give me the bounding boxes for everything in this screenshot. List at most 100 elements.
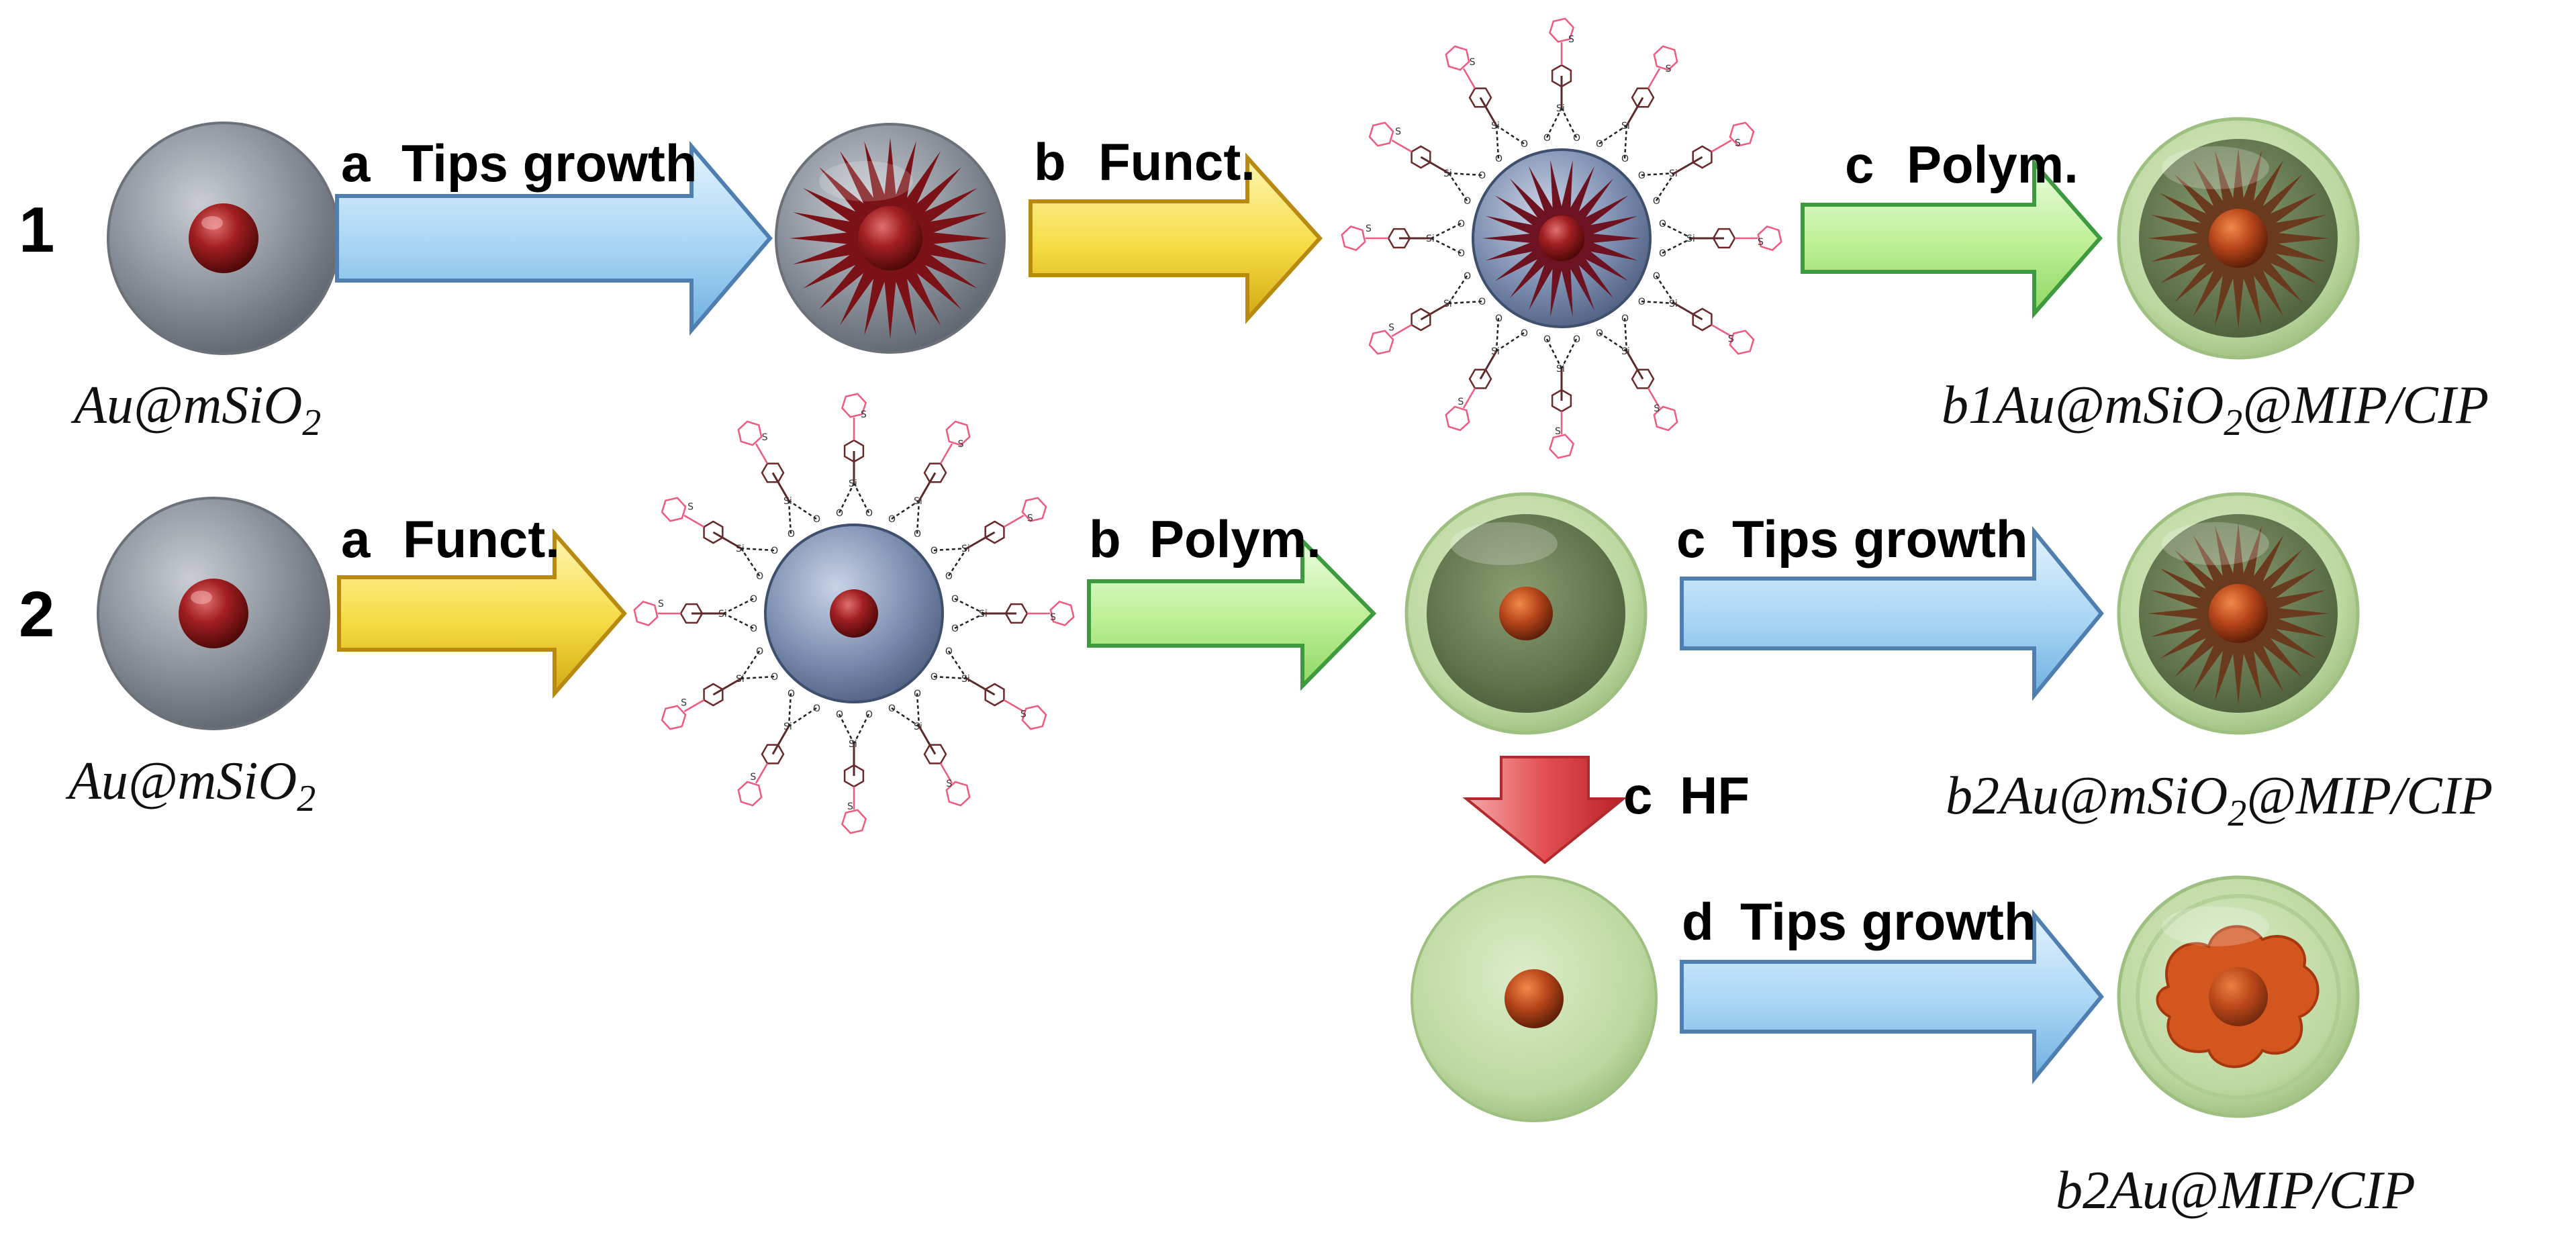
benzoyl-ring <box>1445 405 1470 432</box>
si-o-bond <box>1495 317 1500 352</box>
oxygen-label: O <box>945 646 953 657</box>
oxygen-label: O <box>1621 154 1629 164</box>
silicon-label: Si <box>1556 103 1565 114</box>
gold-tip <box>2150 215 2221 240</box>
phenyl-ring <box>1551 64 1572 88</box>
gold-tip <box>2247 174 2303 230</box>
si-o-bond <box>1495 125 1500 159</box>
row-2-step-b-label: Polym. <box>1149 509 1321 568</box>
benzoyl-ring <box>1729 121 1755 147</box>
row-1-final-particle <box>2117 117 2360 360</box>
sulfur-label: S <box>1366 224 1372 234</box>
linker-bond <box>1479 97 1498 126</box>
si-o-bond <box>1662 237 1692 254</box>
row-2-branch-final-particle <box>2117 875 2360 1118</box>
oxygen-label: O <box>771 546 778 556</box>
gold-tip <box>1485 215 1548 240</box>
phenyl-ring <box>843 764 865 788</box>
benzoyl-ring <box>1021 497 1047 522</box>
gold-tip <box>1494 242 1552 281</box>
phenyl-ring <box>984 520 1005 544</box>
oxygen-label: O <box>1573 133 1580 144</box>
silicon-label: Si <box>1669 168 1678 179</box>
gold-tip <box>1567 246 1614 299</box>
thioester-bond <box>683 699 705 713</box>
gold-tip <box>2231 148 2246 218</box>
gold-tip <box>1567 178 1614 230</box>
linker-bond <box>1674 156 1703 175</box>
silicon-label: Si <box>1686 234 1695 244</box>
phenyl-ring <box>984 683 1005 707</box>
oxygen-label: O <box>1596 328 1603 339</box>
gold-tip <box>882 138 898 218</box>
phenyl-ring <box>761 462 785 483</box>
row-2-arrow-b <box>1087 536 1377 691</box>
si-o-bond <box>741 675 775 680</box>
gold-tip <box>888 141 916 221</box>
oxygen-label: O <box>888 703 896 714</box>
oxygen-label: O <box>750 624 757 634</box>
row-1-functionalized-particle <box>1472 148 1652 328</box>
gold-tip <box>818 246 882 310</box>
oxygen-label: O <box>1653 271 1660 282</box>
row-1-step-b-label: Funct. <box>1098 132 1255 191</box>
gold-tip <box>2247 622 2303 678</box>
sulfur-label: S <box>687 501 694 512</box>
row-2-start-particle <box>97 497 330 730</box>
row-1-arrow-a <box>335 140 773 336</box>
oxygen-label: O <box>750 594 757 605</box>
gold-tip <box>793 212 873 241</box>
gold-tip <box>1528 166 1561 226</box>
si-o-bond <box>891 707 920 728</box>
oxygen-label: O <box>1464 271 1471 282</box>
row-2-branch-caption: b2Au@MIP/CIP <box>2056 1161 2416 1220</box>
oxygen-label: O <box>931 672 938 683</box>
gold-tip <box>1509 246 1556 299</box>
row-2-arrow-d <box>1680 909 2104 1085</box>
gold-tip <box>2256 590 2326 615</box>
phenyl-ring <box>843 439 865 463</box>
row-2-functionalized-particle <box>764 524 944 703</box>
linker-bond <box>712 677 742 696</box>
thioester-bond <box>1647 387 1661 409</box>
phenyl-ring <box>1468 87 1492 108</box>
gold-tip <box>2193 627 2235 692</box>
linker-bond <box>1420 156 1449 175</box>
sulfur-label: S <box>1395 126 1401 137</box>
thioester-bond <box>1711 324 1732 338</box>
phenyl-ring <box>703 683 724 707</box>
gold-tip <box>2247 549 2303 605</box>
si-o-bond <box>1560 338 1578 369</box>
phenyl-ring <box>1712 228 1736 249</box>
benzoyl-ring <box>1757 225 1782 252</box>
gold-tip <box>2174 549 2230 605</box>
gold-tip <box>2236 526 2262 596</box>
si-o-bond <box>1623 125 1628 159</box>
row-2-start-caption: Au@mSiO2 <box>65 752 316 820</box>
gold-tip <box>882 258 898 339</box>
benzoyl-ring <box>1341 225 1366 252</box>
gold-tip <box>2231 523 2246 593</box>
oxygen-label: O <box>865 709 873 720</box>
si-o-bond <box>933 675 967 680</box>
gold-tip <box>893 151 941 226</box>
gold-tip <box>2215 631 2240 701</box>
benzoyl-ring <box>945 781 971 807</box>
linker-bond <box>918 472 937 501</box>
benzoyl-ring <box>661 497 687 522</box>
benzoyl-ring <box>661 705 687 730</box>
si-o-bond <box>1496 124 1525 145</box>
benzoyl-ring <box>1548 434 1575 459</box>
benzoyl-ring <box>1445 45 1470 71</box>
gold-tip <box>1575 237 1638 261</box>
benzoyl-ring <box>737 781 763 807</box>
si-o-bond <box>1560 107 1578 138</box>
phenyl-ring <box>761 744 785 764</box>
si-o-bond <box>933 547 967 552</box>
sulfur-label: S <box>658 599 664 609</box>
oxygen-label: O <box>1458 219 1465 230</box>
oxygen-label: O <box>1478 170 1486 181</box>
gold-tip <box>2231 634 2246 704</box>
row-2-step-d-letter: d <box>1682 892 1714 951</box>
row-2-step-c-label: Tips growth <box>1732 509 2028 568</box>
